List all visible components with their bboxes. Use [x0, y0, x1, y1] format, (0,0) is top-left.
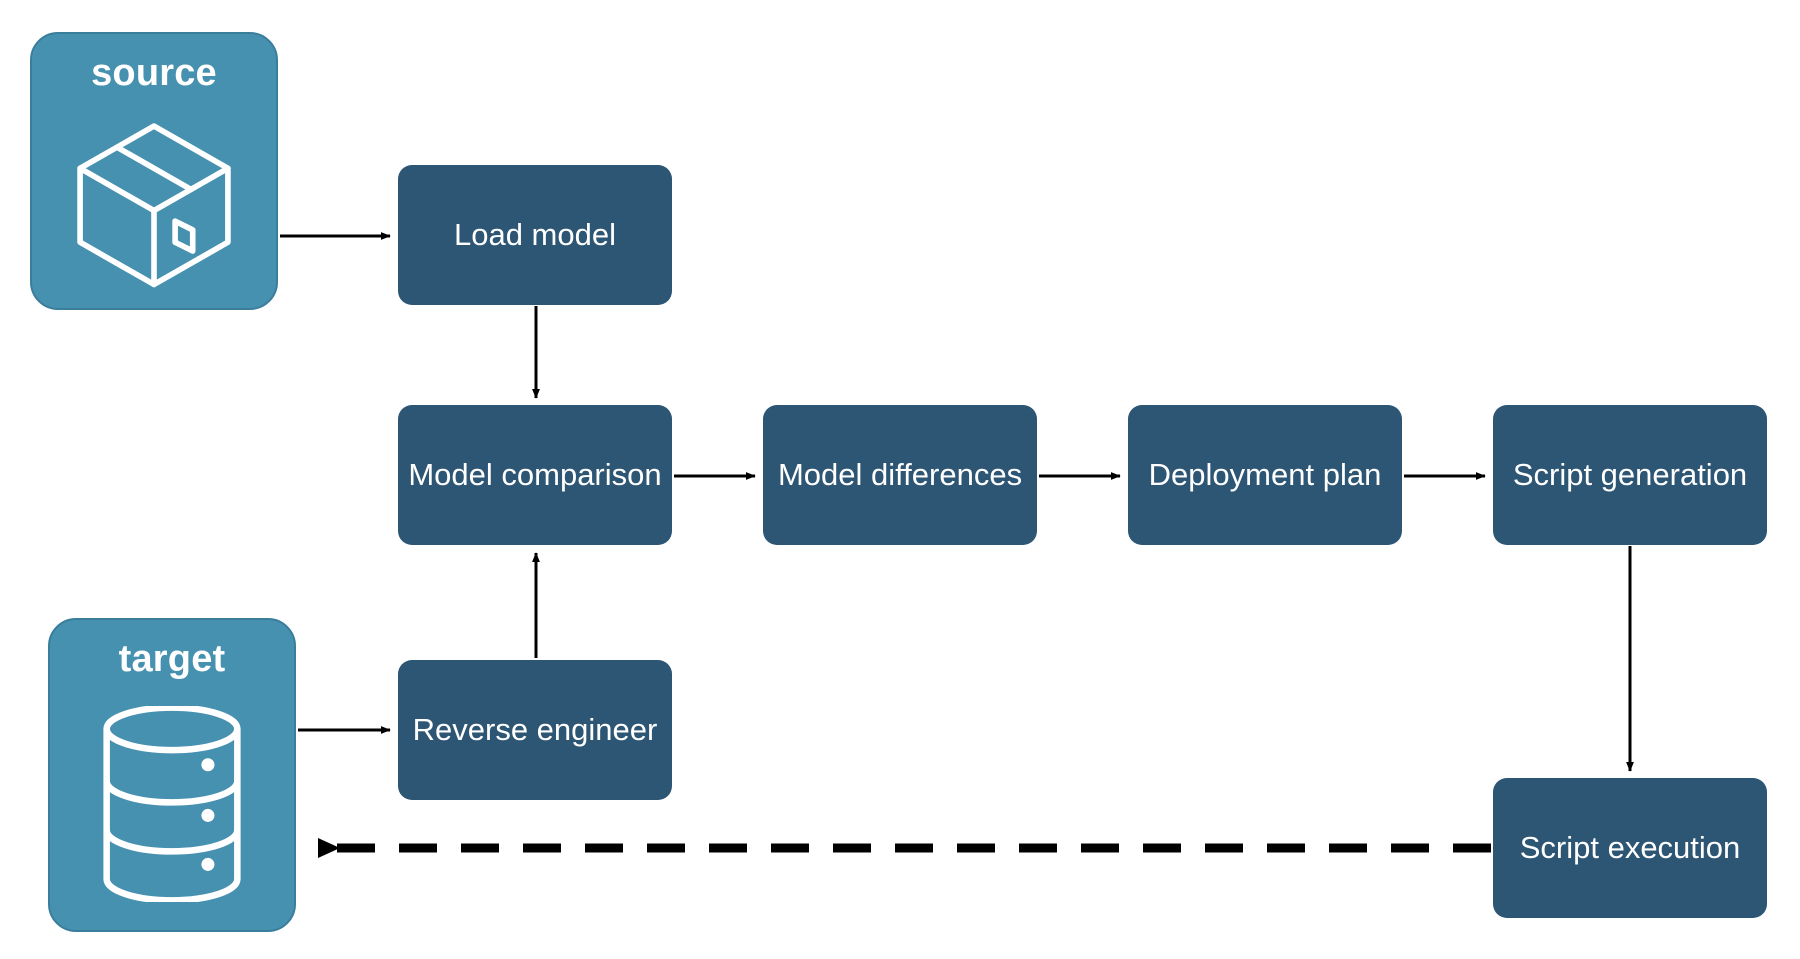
node-script-execution-label: Script execution: [1519, 830, 1741, 866]
database-cylinder-icon: [50, 678, 294, 930]
node-reverse-engineer[interactable]: Reverse engineer: [398, 660, 672, 800]
node-model-comparison-label: Model comparison: [408, 457, 662, 493]
node-deployment-plan-label: Deployment plan: [1148, 457, 1382, 493]
node-target-label: target: [118, 638, 226, 680]
node-source[interactable]: source: [30, 32, 278, 310]
node-load-model[interactable]: Load model: [398, 165, 672, 305]
node-model-differences[interactable]: Model differences: [763, 405, 1037, 545]
node-script-generation[interactable]: Script generation: [1493, 405, 1767, 545]
node-target[interactable]: target: [48, 618, 296, 932]
node-model-differences-label: Model differences: [777, 457, 1023, 493]
node-deployment-plan[interactable]: Deployment plan: [1128, 405, 1402, 545]
node-script-execution[interactable]: Script execution: [1493, 778, 1767, 918]
node-reverse-engineer-label: Reverse engineer: [412, 712, 658, 748]
node-load-model-label: Load model: [453, 217, 616, 253]
node-model-comparison[interactable]: Model comparison: [398, 405, 672, 545]
node-script-generation-label: Script generation: [1512, 457, 1748, 493]
package-box-icon: [32, 92, 276, 308]
node-source-label: source: [91, 52, 217, 94]
